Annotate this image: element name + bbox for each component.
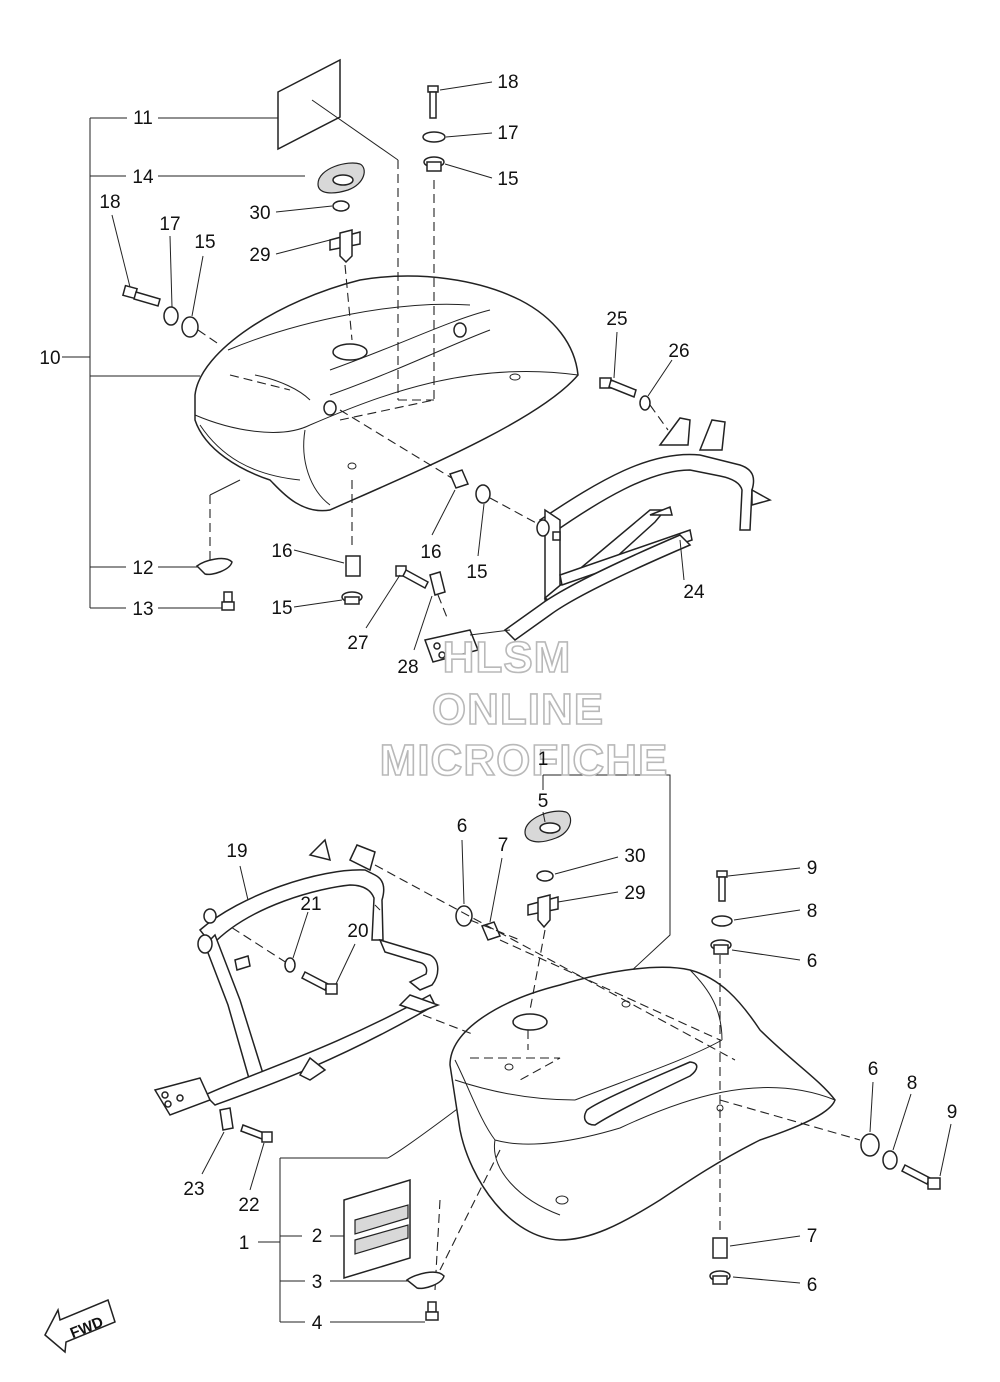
- washer-part: [332, 200, 350, 212]
- callout-label: 8: [907, 1073, 918, 1094]
- grommet-part: [475, 484, 491, 504]
- callout-label: 16: [420, 542, 441, 563]
- callout-label: 9: [947, 1102, 958, 1123]
- watermark-line-1: HLSM: [443, 633, 572, 682]
- emblem-sheet: [343, 1178, 411, 1280]
- collar-part: [448, 469, 470, 489]
- washer-part: [711, 915, 733, 927]
- stay-frame-lower: [153, 838, 441, 1116]
- right-saddlebag: [449, 966, 836, 1241]
- lock-bracket-part: [527, 894, 559, 929]
- callout-label: 15: [271, 598, 292, 619]
- callout-label: 1: [538, 749, 549, 770]
- callout-label: 22: [238, 1195, 259, 1216]
- bolt-part: [300, 970, 338, 995]
- lid-cap-part: [524, 810, 572, 843]
- grommet-part: [710, 939, 732, 955]
- clip-part: [195, 557, 233, 576]
- collar-part: [345, 555, 361, 577]
- callout-label: 12: [132, 558, 153, 579]
- washer-part: [284, 957, 296, 973]
- grommet-part: [455, 905, 473, 927]
- callout-label: 30: [624, 846, 645, 867]
- grommet-part: [341, 591, 363, 605]
- callout-label: 19: [226, 841, 247, 862]
- callout-label: 7: [807, 1226, 818, 1247]
- callout-label: 16: [271, 541, 292, 562]
- callout-label: 30: [249, 203, 270, 224]
- bolt-part: [395, 565, 429, 590]
- bolt-part: [240, 1124, 273, 1143]
- callout-label: 2: [312, 1226, 323, 1247]
- stay-frame-upper: [424, 417, 772, 663]
- callout-label: 9: [807, 858, 818, 879]
- plate-part: [429, 571, 446, 596]
- callout-label: 6: [807, 951, 818, 972]
- callout-label: 28: [397, 657, 418, 678]
- callout-label: 14: [132, 167, 154, 188]
- callout-labels: 11 14 10 12 13 18 17 15 18 17 15 30 29 2…: [39, 72, 957, 1334]
- callout-label: 21: [300, 894, 321, 915]
- callout-label: 18: [99, 192, 120, 213]
- watermark-line-3: MICROFICHE: [380, 736, 669, 785]
- screw-part: [221, 591, 235, 611]
- grommet-part: [423, 156, 445, 172]
- callout-label: 26: [668, 341, 689, 362]
- emblem-sheet: [277, 58, 341, 151]
- callout-label: 7: [498, 835, 509, 856]
- washer-part: [163, 306, 179, 326]
- callout-label: 15: [497, 169, 518, 190]
- callout-label: 6: [457, 816, 468, 837]
- callout-label: 6: [807, 1275, 818, 1296]
- upper-leaders: [111, 81, 685, 651]
- plate-part: [219, 1107, 234, 1131]
- callout-label: 24: [683, 582, 705, 603]
- washer-part: [536, 870, 554, 882]
- callout-label: 4: [312, 1313, 323, 1334]
- left-saddlebag: [194, 275, 579, 512]
- watermark-line-2: ONLINE: [432, 685, 604, 734]
- bolt-part: [900, 1163, 941, 1190]
- callout-label: 18: [497, 72, 518, 93]
- grommet-part: [709, 1270, 731, 1285]
- callout-label: 1: [239, 1233, 250, 1254]
- washer-part: [639, 395, 651, 411]
- callout-label: 29: [249, 245, 270, 266]
- bolt-part: [121, 284, 161, 307]
- callout-label: 29: [624, 883, 645, 904]
- screw-part: [425, 1301, 439, 1321]
- collar-part: [712, 1237, 728, 1259]
- watermark: HLSM ONLINE MICROFICHE: [379, 632, 669, 786]
- callout-label: 23: [183, 1179, 204, 1200]
- callout-label: 8: [807, 901, 818, 922]
- callout-label: 13: [132, 599, 153, 620]
- lock-bracket-part: [329, 229, 361, 264]
- lower-leaders: [201, 811, 952, 1284]
- callout-label: 25: [606, 309, 627, 330]
- washer-part: [882, 1150, 898, 1170]
- bolt-part: [716, 870, 728, 902]
- callout-label: 11: [133, 108, 153, 129]
- grommet-part: [181, 316, 199, 338]
- upper-assembly: [62, 58, 772, 663]
- callout-label: 6: [868, 1059, 879, 1080]
- callout-label: 3: [312, 1272, 323, 1293]
- clip-part: [405, 1271, 445, 1290]
- bolt-part: [599, 377, 637, 399]
- callout-label: 17: [497, 123, 518, 144]
- fwd-arrow-icon: FWD: [44, 1298, 116, 1354]
- callout-label: 15: [466, 562, 487, 583]
- lower-assembly: [153, 774, 941, 1323]
- callout-label: 5: [538, 791, 549, 812]
- washer-part: [422, 131, 446, 143]
- bolt-part: [427, 85, 439, 119]
- callout-label: 27: [347, 633, 368, 654]
- callout-label: 15: [194, 232, 215, 253]
- grommet-part: [860, 1133, 880, 1157]
- callout-label: 20: [347, 921, 368, 942]
- lid-cap-part: [317, 162, 365, 194]
- callout-label: 10: [39, 348, 60, 369]
- callout-label: 17: [159, 214, 180, 235]
